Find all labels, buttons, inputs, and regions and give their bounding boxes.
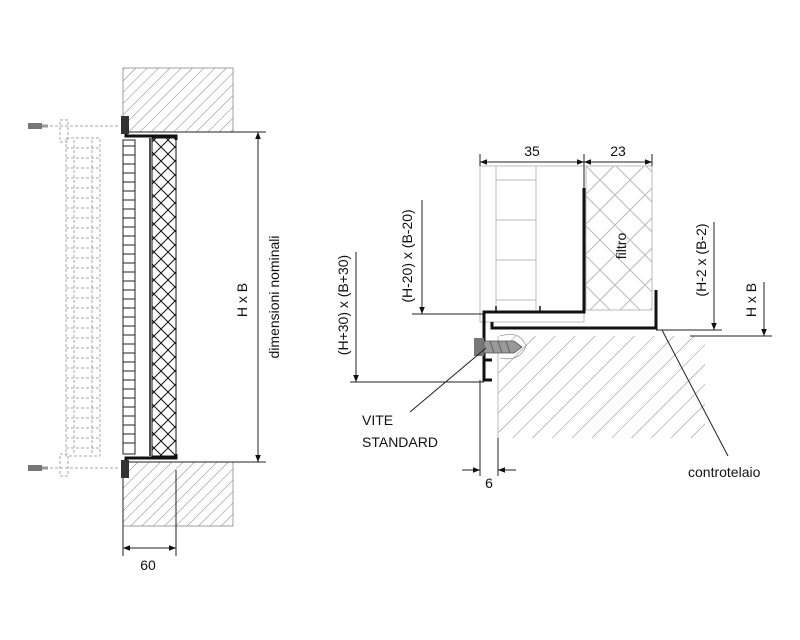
installed-grille (121, 116, 178, 478)
dim-h20-label: (H-20) x (B-20) (399, 209, 415, 302)
screw-icon (28, 465, 48, 471)
wall-detail (498, 336, 705, 438)
vite-label: VITE (362, 412, 393, 428)
left-section-view: 60 H x B dimensioni nominali (28, 67, 282, 573)
dim-hxb-left-label: H x B (234, 283, 250, 317)
filter-label: filtro (613, 233, 629, 260)
controtelaio-label: controtelaio (688, 464, 761, 480)
dim-hxb-right-label: H x B (743, 283, 759, 317)
wall-upper (122, 67, 234, 133)
wall-lower (122, 461, 234, 527)
dim-h30-label: (H+30) x (B+30) (335, 255, 351, 355)
right-detail-view: filtro VITE STANDARD controtelaio 35 23 (335, 143, 772, 491)
dim-60-label: 60 (140, 557, 156, 573)
screw-icon (28, 123, 48, 129)
screw-icon (474, 333, 527, 360)
frame-profile (490, 290, 658, 330)
dim-6-label: 6 (485, 475, 493, 491)
dim-23-label: 23 (610, 143, 626, 159)
ghost-grille (40, 119, 120, 477)
dim-35-label: 35 (524, 143, 540, 159)
standard-label: STANDARD (362, 434, 438, 450)
dim-h2-label: (H-2 x (B-2) (693, 223, 709, 296)
grille-profile (482, 188, 586, 382)
nominal-dimensions-label: dimensioni nominali (266, 236, 282, 359)
filter-block (585, 165, 653, 311)
